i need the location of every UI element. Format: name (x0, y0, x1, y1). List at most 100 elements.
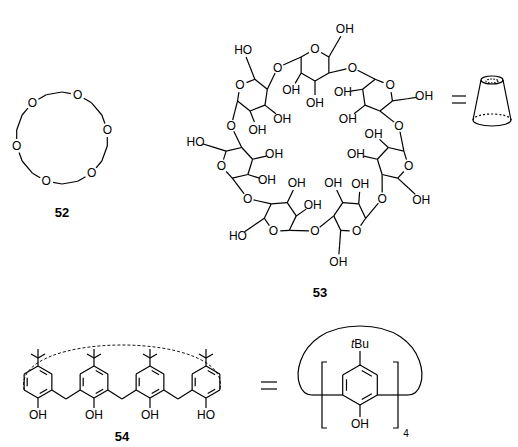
hydroxyl-group: OH (248, 124, 266, 136)
bond (206, 366, 220, 374)
bond (301, 57, 302, 73)
hydroxyl-group: OH (334, 86, 352, 98)
bond (87, 354, 94, 358)
bond (382, 175, 383, 193)
bond (289, 216, 296, 230)
bond (37, 358, 38, 366)
bond (283, 57, 301, 65)
bond (102, 115, 105, 123)
bond (38, 95, 46, 99)
bond (246, 79, 254, 82)
hydroxyl-group: OH (85, 409, 103, 421)
hydroxyl-group: OH (365, 128, 383, 140)
bond (96, 371, 103, 375)
bond (242, 148, 253, 160)
bond (252, 218, 264, 226)
ring-closure (24, 345, 221, 390)
bond (328, 57, 329, 73)
bond (238, 92, 239, 101)
bond (301, 73, 315, 81)
oxygen-atom: O (348, 62, 357, 74)
oxygen-atom: O (235, 79, 244, 91)
bond (93, 349, 94, 358)
bond (17, 115, 22, 130)
bond (226, 148, 242, 152)
oxygen-atom: O (273, 62, 282, 74)
bond (80, 366, 94, 374)
bond (404, 151, 407, 160)
bond (264, 218, 269, 225)
bond (93, 358, 94, 366)
bond (195, 378, 196, 386)
bond (208, 389, 215, 393)
bond (163, 374, 164, 390)
oxygen-atom: O (269, 225, 278, 237)
bond (343, 395, 360, 405)
bond (192, 390, 206, 398)
bond (164, 390, 178, 399)
hydroxyl-group: OH (306, 97, 324, 109)
bond (295, 73, 301, 83)
bond (391, 92, 392, 101)
bond (398, 171, 404, 178)
bond (379, 139, 388, 147)
bond (149, 358, 150, 366)
bond (341, 230, 350, 232)
bond (253, 156, 267, 159)
bond (377, 148, 388, 160)
bond (392, 99, 407, 101)
bond (363, 79, 376, 89)
bond (94, 366, 108, 374)
bond (250, 105, 265, 111)
hydroxyl-group: OH (258, 174, 276, 186)
bond (342, 375, 343, 395)
bond (329, 44, 337, 57)
oxygen-atom: O (352, 225, 361, 237)
bond (199, 354, 206, 358)
bond (320, 216, 334, 227)
bond (234, 131, 242, 147)
bond (206, 390, 220, 398)
bond (287, 190, 293, 203)
hydroxyl-group: HO (197, 409, 215, 421)
hydroxyl-group: OH (329, 256, 347, 268)
bond (337, 190, 343, 203)
bond (254, 200, 272, 204)
bond (40, 371, 47, 375)
hydroxyl-group: HO (234, 44, 252, 56)
oxygen-atom: O (310, 43, 319, 55)
bond (264, 204, 271, 218)
bond (362, 370, 372, 376)
oxygen-atom: O (87, 167, 96, 179)
bond (31, 354, 38, 358)
bond (343, 365, 360, 375)
bond (62, 181, 78, 184)
bond (108, 390, 122, 399)
hydroxyl-group: OH (415, 90, 433, 102)
bond (192, 366, 206, 374)
bond (238, 101, 251, 111)
bond (358, 70, 376, 79)
oxygen-atom: O (73, 89, 82, 101)
bond (255, 79, 268, 89)
bond (136, 366, 150, 374)
bond (250, 111, 254, 122)
bond (365, 105, 380, 111)
bond (150, 366, 164, 374)
bond (96, 161, 102, 168)
oxygen-atom: O (378, 193, 387, 205)
bond (107, 137, 108, 146)
bond (329, 69, 347, 73)
bond (232, 175, 248, 179)
bond (248, 175, 259, 179)
bond (107, 374, 108, 390)
bond (377, 375, 378, 395)
bond (361, 218, 366, 225)
bond (265, 89, 267, 105)
bond (84, 98, 92, 102)
bond (321, 53, 329, 58)
bond (287, 203, 296, 216)
hydroxyl-group: OH (304, 199, 322, 211)
bond (80, 390, 94, 398)
hydroxyl-group: OH (347, 148, 365, 160)
